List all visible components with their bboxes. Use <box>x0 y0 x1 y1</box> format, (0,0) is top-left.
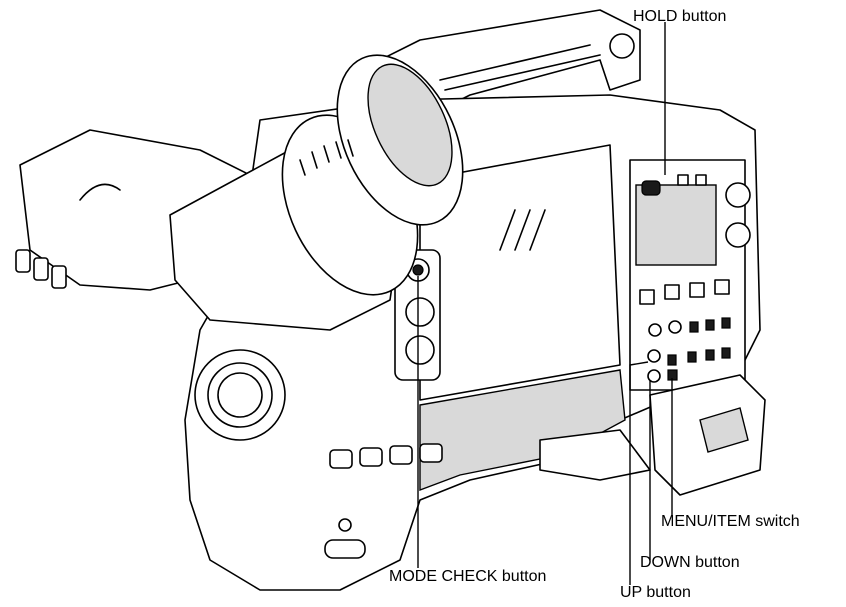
menu-item-switch-label: MENU/ITEM switch <box>661 513 800 530</box>
shoulder-pad <box>539 429 651 481</box>
lcd-display <box>635 184 717 266</box>
switch-grid <box>639 279 731 383</box>
lens-mount <box>194 349 286 441</box>
up-button-label: UP button <box>620 584 691 601</box>
viewfinder-knobs <box>15 249 67 289</box>
handle-knob <box>609 33 635 59</box>
hold-button-label: HOLD button <box>633 8 727 25</box>
down-button-label: DOWN button <box>640 554 740 571</box>
mode-check-button-label: MODE CHECK button <box>389 568 547 585</box>
bottom-buttons <box>329 443 443 469</box>
up-leader <box>629 361 649 585</box>
hold-switch <box>641 180 661 196</box>
eyepiece <box>169 54 464 331</box>
